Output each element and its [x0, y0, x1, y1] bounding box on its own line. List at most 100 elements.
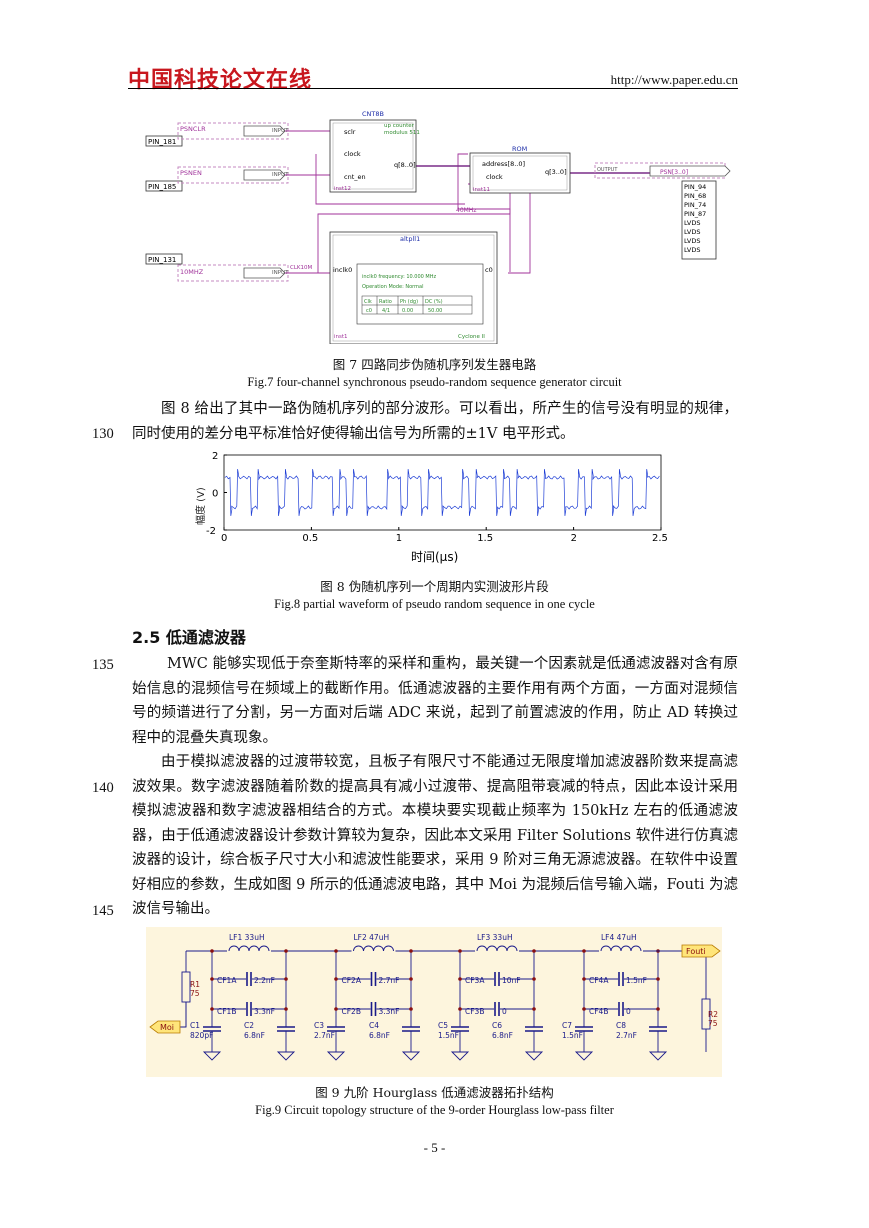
svg-text:Ph (dg): Ph (dg) — [400, 299, 418, 305]
cap-mid-value: 0 — [626, 1007, 631, 1016]
svg-text:inst1: inst1 — [334, 334, 348, 340]
cap-mid-name: CF4B — [589, 1007, 608, 1016]
svg-text:R2: R2 — [708, 1010, 718, 1019]
svg-text:modulus 511: modulus 511 — [384, 130, 420, 136]
y-tick-label: -2 — [206, 526, 216, 537]
shunt-cap-name: C8 — [616, 1021, 626, 1030]
svg-text:LVDS: LVDS — [684, 219, 701, 227]
out-bus-label: PSN[3..0] — [660, 169, 688, 176]
shunt-cap-value: 1.5nF — [438, 1031, 459, 1040]
port-moi — [149, 1020, 181, 1034]
svg-text:50.00: 50.00 — [428, 308, 442, 314]
header-rule — [128, 88, 738, 89]
cap-top-value: 10nF — [502, 976, 521, 985]
cap-mid-name: CF3B — [465, 1007, 484, 1016]
cap-top-value: 1.5nF — [626, 976, 647, 985]
svg-text:up counter: up counter — [384, 123, 415, 129]
svg-text:clock: clock — [344, 150, 361, 158]
shunt-cap-value: 6.8nF — [369, 1031, 390, 1040]
svg-text:clock: clock — [486, 173, 503, 181]
x-tick-label: 1 — [396, 533, 402, 544]
y-axis-label: 幅度 (V) — [194, 487, 207, 525]
section-heading: 2.5 低通滤波器 — [132, 628, 246, 647]
svg-text:address[8..0]: address[8..0] — [482, 160, 525, 168]
svg-text:0.00: 0.00 — [402, 308, 413, 314]
svg-text:OUTPUT: OUTPUT — [597, 167, 618, 173]
svg-text:PIN_68: PIN_68 — [684, 192, 706, 200]
cap-top-name: CF4A — [589, 976, 609, 985]
svg-text:q[3..0]: q[3..0] — [545, 168, 567, 176]
svg-text:inst12: inst12 — [334, 186, 351, 192]
y-tick-label: 2 — [212, 451, 218, 462]
header-url[interactable]: http://www.paper.edu.cn — [610, 72, 738, 87]
svg-text:q[8..0]: q[8..0] — [394, 161, 416, 169]
svg-text:PIN_94: PIN_94 — [684, 183, 706, 191]
svg-text:INPUT: INPUT — [272, 172, 289, 178]
pin-list — [681, 180, 717, 260]
svg-text:Operation Mode: Normal: Operation Mode: Normal — [362, 284, 423, 290]
line-number: 130 — [92, 426, 114, 442]
cap-top-name: CF1A — [217, 976, 237, 985]
page-number: - 5 - — [423, 1140, 446, 1155]
rom-title: ROM — [512, 145, 527, 153]
svg-text:c0: c0 — [366, 308, 372, 314]
shunt-cap-name: C3 — [314, 1021, 324, 1030]
svg-text:inst11: inst11 — [473, 187, 490, 193]
cap-mid-value: 0 — [502, 1007, 507, 1016]
rom-block — [469, 152, 571, 194]
svg-text:cnt_en: cnt_en — [344, 173, 366, 181]
x-tick-label: 2 — [571, 533, 577, 544]
pin-181: PIN_181 — [148, 138, 176, 146]
svg-text:CLK10M: CLK10M — [290, 265, 313, 271]
cap-mid-value: 3.3nF — [254, 1007, 275, 1016]
site-logo: 中国科技论文在线 — [128, 68, 313, 93]
y-tick-label: 0 — [212, 489, 218, 500]
svg-text:75: 75 — [190, 989, 200, 998]
input-10mhz: 10MHZ — [180, 268, 204, 276]
input-psnen: PSNEN — [180, 169, 202, 177]
line-number: 145 — [92, 903, 114, 919]
svg-text:Moi: Moi — [160, 1023, 174, 1032]
cap-top-name: CF3A — [465, 976, 485, 985]
cnt8b-block — [329, 119, 417, 193]
shunt-cap-value: 1.5nF — [562, 1031, 583, 1040]
svg-text:75: 75 — [708, 1019, 718, 1028]
fig9-caption-zh: 图 9 九阶 Hourglass 低通滤波器拓扑结构 — [315, 1085, 554, 1100]
fig7-caption-en: Fig.7 four-channel synchronous pseudo-ra… — [247, 375, 622, 389]
svg-text:sclr: sclr — [344, 128, 356, 136]
paragraph-1: 图 8 给出了其中一路伪随机序列的部分波形。可以看出，所产生的信号没有明显的规律… — [132, 401, 738, 442]
svg-text:4/1: 4/1 — [382, 308, 390, 314]
cap-mid-name: CF2B — [342, 1007, 361, 1016]
svg-text:c0: c0 — [485, 266, 493, 274]
svg-text:Clk: Clk — [364, 299, 372, 305]
pin-131: PIN_131 — [148, 256, 176, 264]
svg-text:Ratio: Ratio — [379, 299, 392, 305]
x-tick-label: 2.5 — [652, 533, 668, 544]
shunt-cap-name: C2 — [244, 1021, 254, 1030]
fig7-caption-zh: 图 7 四路同步伪随机序列发生器电路 — [332, 357, 537, 372]
cap-mid-value: 3.3nF — [379, 1007, 400, 1016]
shunt-cap-name: C6 — [492, 1021, 502, 1030]
x-tick-label: 0 — [221, 533, 227, 544]
line-number: 140 — [92, 780, 114, 796]
line-number: 135 — [92, 657, 114, 673]
fig8-caption-zh: 图 8 伪随机序列一个周期内实测波形片段 — [320, 579, 549, 594]
svg-text:INPUT: INPUT — [272, 270, 289, 276]
input-psnclr: PSNCLR — [180, 125, 206, 133]
x-tick-label: 1.5 — [477, 533, 493, 544]
pin-185: PIN_185 — [148, 183, 176, 191]
shunt-cap-value: 2.7nF — [314, 1031, 335, 1040]
cap-mid-name: CF1B — [217, 1007, 236, 1016]
svg-text:40MHz: 40MHz — [456, 207, 476, 214]
paragraph-2: MWC 能够实现低于奈奎斯特率的采样和重构，最关键一个因素就是低通滤波器对含有原… — [132, 656, 738, 746]
inductor-label: LF2 47uH — [354, 933, 390, 942]
svg-text:DC (%): DC (%) — [425, 299, 443, 305]
inductor-label: LF3 33uH — [477, 933, 513, 942]
svg-text:LVDS: LVDS — [684, 228, 701, 236]
fig7-schematic: PIN_181 PIN_185 PIN_131 PSNCLR PSNEN 10M… — [145, 110, 731, 344]
x-tick-label: 0.5 — [302, 533, 318, 544]
chart-frame — [223, 454, 662, 531]
svg-text:PIN_87: PIN_87 — [684, 210, 706, 218]
shunt-cap-value: 6.8nF — [244, 1031, 265, 1040]
